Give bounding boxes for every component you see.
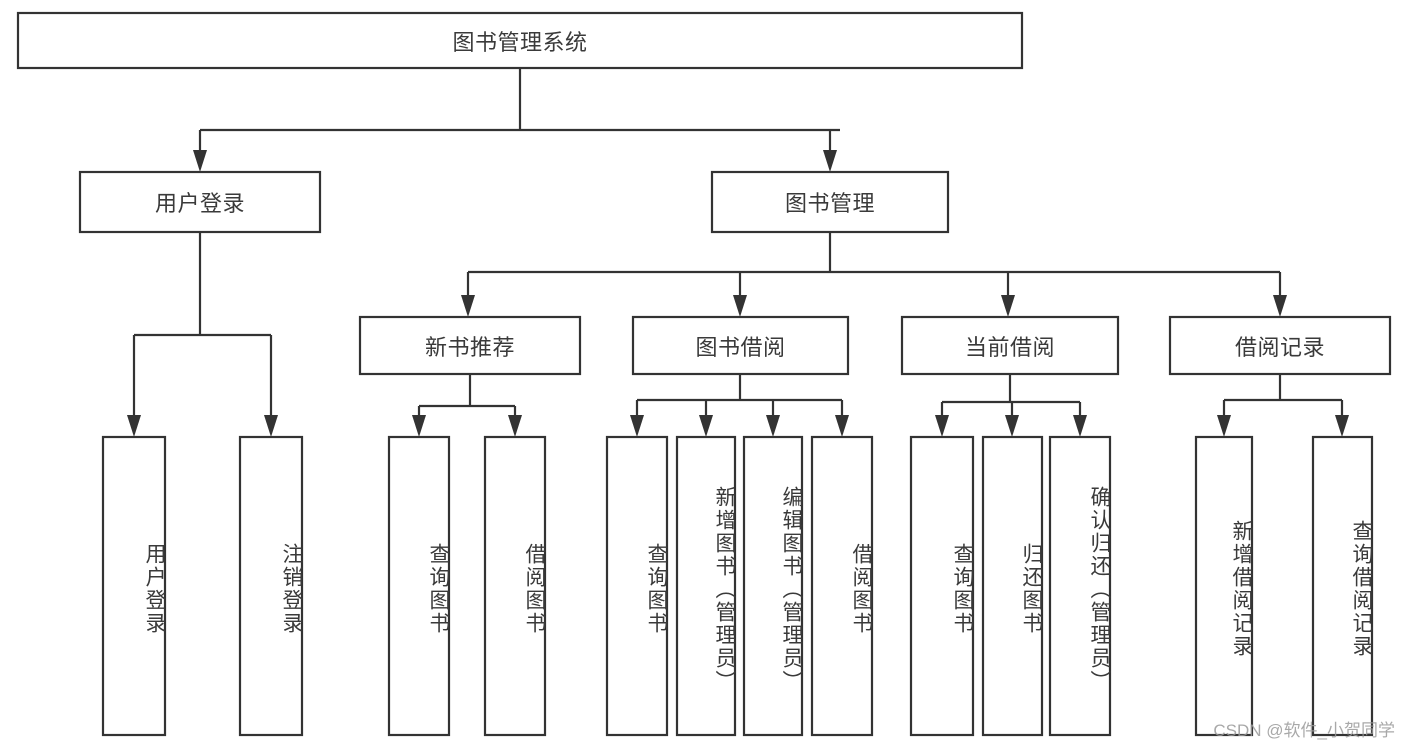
node-box-借阅记录[interactable] — [1168, 315, 1392, 376]
connector-用户登录-to-用户登录-leaf — [132, 232, 271, 427]
node-box-注销登录[interactable] — [238, 435, 304, 737]
arrow-head-新增借阅记录 — [1217, 415, 1231, 437]
arrow-head-归还图书 — [1005, 415, 1019, 437]
arrow-head-查询图书-图书借阅 — [630, 415, 644, 437]
arrow-head-查询图书-新书推荐 — [412, 415, 426, 437]
node-box-新增图书管理员[interactable] — [675, 435, 737, 737]
connector-借阅记录-to-leaves — [1222, 374, 1344, 428]
node-box-查询图书[interactable] — [909, 435, 975, 737]
arrow-head-图书管理 — [823, 150, 837, 172]
arrow-head-注销登录 — [264, 415, 278, 437]
arrow-head-新书推荐 — [461, 295, 475, 317]
node-box-图书管理[interactable] — [710, 170, 950, 234]
node-box-用户登录[interactable] — [101, 435, 167, 737]
arrow-head-借阅记录 — [1273, 295, 1287, 317]
node-box-新书推荐[interactable] — [358, 315, 582, 376]
arrow-head-借阅图书-图书借阅 — [835, 415, 849, 437]
arrow-head-用户登录 — [193, 150, 207, 172]
arrow-head-查询借阅记录 — [1335, 415, 1349, 437]
connector-图书管理系统-to-用户登录 — [198, 68, 840, 163]
node-box-查询图书[interactable] — [605, 435, 669, 737]
node-box-当前借阅[interactable] — [900, 315, 1120, 376]
node-box-图书管理系统[interactable] — [16, 11, 1024, 70]
node-box-layer — [16, 11, 1392, 737]
connector-图书管理-to-新书推荐 — [466, 232, 1280, 308]
arrow-head-用户登录-leaf — [127, 415, 141, 437]
connector-图书借阅-to-leaves — [635, 374, 844, 428]
node-box-查询借阅记录[interactable] — [1311, 435, 1374, 737]
node-box-归还图书[interactable] — [981, 435, 1044, 737]
arrow-head-编辑图书 — [766, 415, 780, 437]
node-box-图书借阅[interactable] — [631, 315, 850, 376]
node-box-确认归还管理员[interactable] — [1048, 435, 1112, 737]
watermark-credit: CSDN @软件_小贺同学 — [1213, 721, 1395, 740]
node-box-用户登录[interactable] — [78, 170, 322, 234]
arrow-head-查询图书-当前借阅 — [935, 415, 949, 437]
arrow-head-借阅图书-新书推荐 — [508, 415, 522, 437]
node-box-借阅图书[interactable] — [810, 435, 874, 737]
arrow-head-确认归还 — [1073, 415, 1087, 437]
arrow-head-layer — [127, 150, 1349, 437]
node-box-新增借阅记录[interactable] — [1194, 435, 1254, 737]
connector-新书推荐-to-leaves — [417, 374, 517, 428]
node-box-编辑图书管理员[interactable] — [742, 435, 804, 737]
node-box-查询图书[interactable] — [387, 435, 451, 737]
arrow-head-新增图书 — [699, 415, 713, 437]
node-box-借阅图书[interactable] — [483, 435, 547, 737]
arrow-head-当前借阅 — [1001, 295, 1015, 317]
arrow-head-图书借阅 — [733, 295, 747, 317]
